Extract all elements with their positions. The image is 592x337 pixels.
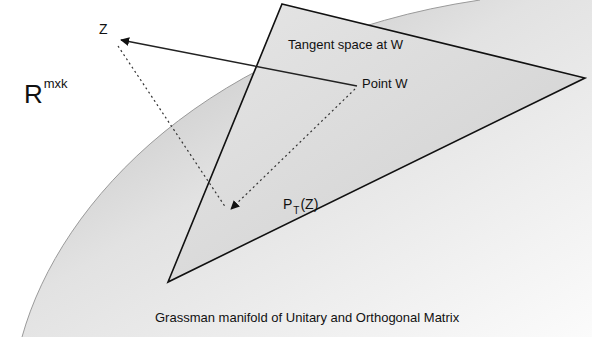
projection-subscript: T [293, 205, 299, 216]
tangent-plane: Tangent space at W [166, 3, 587, 284]
projection-label: (Z) [300, 197, 318, 212]
manifold-caption: Grassman manifold of Unitary and Orthogo… [155, 311, 459, 325]
manifold-region [22, 0, 592, 337]
point-label: Point W [362, 77, 408, 91]
projection-line [118, 46, 226, 208]
space-superscript: mxk [44, 77, 68, 91]
plane-outline [168, 4, 585, 282]
projection-label: P [283, 197, 292, 212]
projected-vector [231, 89, 355, 209]
vector-label: Z [99, 22, 108, 37]
vector-z [121, 40, 357, 86]
space-symbol: R [24, 80, 43, 109]
plane-label: Tangent space at W [288, 38, 403, 52]
